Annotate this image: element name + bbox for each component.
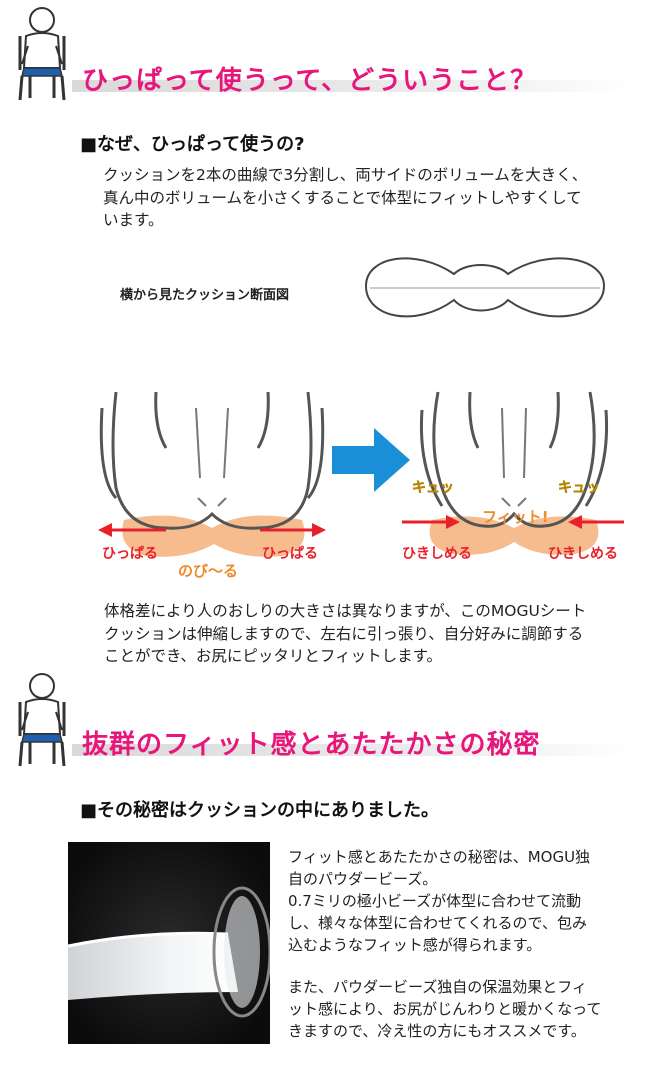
seated-person-icon — [18, 7, 66, 101]
text-line: クッションは伸縮しますので、左右に引っ張り、自分好みに調節する — [104, 624, 584, 643]
squeeze-illustration: キュッ キュッ フィット! ひきしめる ひきしめる — [402, 391, 624, 562]
powder-beads-photo — [68, 842, 270, 1044]
text-line: クッションを2本の曲線で3分割し、両サイドのボリュームを大きく、 — [103, 166, 588, 184]
body-paragraph: 体格差により人のおしりの大きさは異なりますが、このMOGUシート クッションは伸… — [104, 600, 586, 668]
squeeze-right-label: ひきしめる — [548, 546, 618, 562]
text-line: 真ん中のボリュームを小さくすることで体型にフィットしやすくして — [103, 188, 582, 207]
intro-paragraph: クッションを2本の曲線で3分割し、両サイドのボリュームを大きく、 真ん中のボリュ… — [103, 164, 587, 232]
text-line: 自のパウダービーズ。 — [288, 870, 438, 888]
text-line: 体格差により人のおしりの大きさは異なりますが、このMOGUシート — [104, 602, 587, 620]
text-line: ット感により、お尻がじんわりと暖かくなって — [288, 1000, 602, 1018]
text-line: 込むようなフィット感が得られます。 — [288, 936, 542, 954]
squeeze-left-label: ひきしめる — [402, 546, 472, 562]
blue-arrow-icon — [332, 428, 410, 492]
subheading: ■なぜ、ひっぱって使うの? — [80, 134, 305, 155]
section-header-bar — [72, 80, 632, 92]
fit-label: フィット! — [482, 508, 549, 526]
beads-paragraph-a: フィット感とあたたかさの秘密は、MOGU独 自のパウダービーズ。 0.7ミリの極… — [288, 846, 590, 956]
seated-person-icon — [18, 673, 66, 767]
section-header-bar — [72, 744, 632, 756]
beads-paragraph-b: また、パウダービーズ独自の保温効果とフィ ット感により、お尻がじんわりと暖かくな… — [288, 976, 601, 1042]
section-title: ひっぱって使うって、どういうこと？ — [82, 66, 538, 96]
section-title: 抜群のフィット感とあたたかさの秘密 — [82, 730, 541, 760]
text-line: きますので、冷え性の方にもオススメです。 — [288, 1022, 586, 1040]
pull-illustration: ひっぱる ひっぱる のび〜る — [98, 391, 326, 580]
kyu-left-label: キュッ — [412, 480, 454, 496]
pull-left-label: ひっぱる — [102, 545, 158, 562]
pull-right-label: ひっぱる — [262, 545, 318, 562]
text-line: また、パウダービーズ独自の保温効果とフィ — [288, 978, 587, 996]
text-line: フィット感とあたたかさの秘密は、MOGU独 — [288, 848, 591, 866]
text-line: 0.7ミリの極小ビーズが体型に合わせて流動 — [288, 892, 582, 910]
text-line: ことができ、お尻にピッタリとフィットします。 — [104, 647, 443, 665]
diagram-caption: 横から見たクッション断面図 — [120, 288, 290, 303]
text-line: し、様々な体型に合わせてくれるので、包み — [288, 914, 587, 932]
cushion-cross-section — [364, 257, 606, 318]
text-line: います。 — [103, 211, 164, 229]
kyu-right-label: キュッ — [558, 480, 600, 496]
subheading: ■その秘密はクッションの中にありました。 — [80, 800, 440, 821]
stretch-label: のび〜る — [178, 562, 238, 580]
